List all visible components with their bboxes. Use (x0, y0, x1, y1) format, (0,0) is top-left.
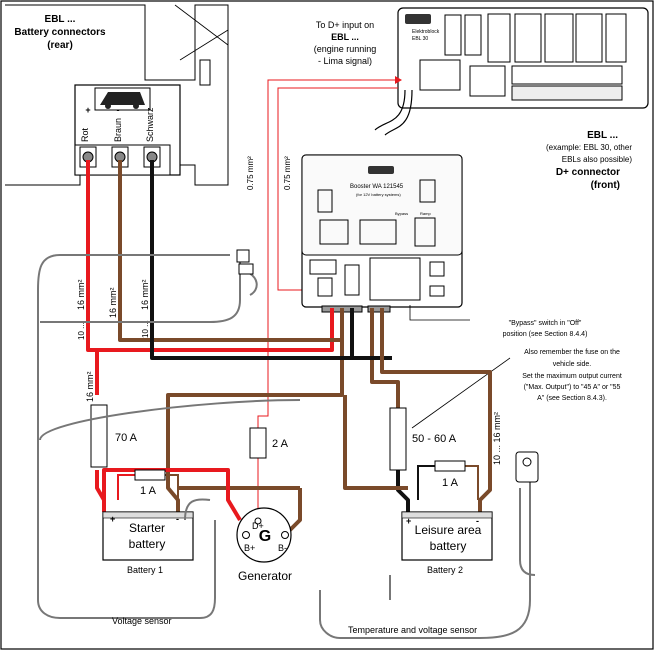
small-link-wires (117, 465, 479, 500)
wire-label-starter: 16 mm² (85, 371, 95, 402)
generator (236, 507, 292, 563)
fuse-note-line2: vehicle side. (553, 361, 592, 368)
fuse-1a-starter-label: 1 A (140, 485, 157, 497)
voltage-sensor-label: Voltage sensor (112, 616, 172, 626)
dplus-note-line3: (engine running (314, 44, 377, 54)
terminal-red (79, 146, 97, 168)
starter-battery (102, 511, 194, 561)
ebl-front-line3: D+ connector (556, 167, 620, 178)
dplus-wire-label-left: 0.75 mm² (246, 156, 255, 190)
starter-minus: - (176, 514, 179, 524)
fuse-note-line4: ("Max. Output") to "45 A" or "55 (524, 384, 621, 391)
booster-unit: Booster WA 121545 (for 12V battery syste… (301, 154, 463, 313)
generator-caption: Generator (238, 569, 292, 583)
fuse-note-line3: Set the maximum output current (522, 373, 622, 380)
generator-dplus: D+ (252, 521, 264, 531)
ebl-front-example1: (example: EBL 30, other (546, 143, 632, 152)
fuse-1a-leisure (434, 460, 466, 472)
fuse-1a-starter (134, 469, 166, 481)
bypass-note-line2: position (see Section 8.4.4) (503, 331, 588, 338)
starter-caption: Battery 1 (127, 565, 163, 575)
dplus-note-line2: EBL ... (331, 32, 359, 42)
terminal-black (143, 146, 161, 168)
sensor-cables (37, 254, 536, 639)
minus-marker: - (117, 105, 120, 115)
booster-ramp-label: Ramp (420, 211, 431, 216)
wire-label-ebl-black: 16 mm² (140, 279, 150, 310)
bypass-note-line1: "Bypass" switch in "Off" (509, 320, 582, 327)
generator-letter: G (259, 528, 271, 545)
generator-bplus: B+ (244, 543, 255, 553)
wire-label-leisure: 10 ... 16 mm² (492, 412, 502, 465)
ebl-rear-enclosure: Rot Braun Schwarz + - (5, 4, 229, 186)
leisure-battery (401, 511, 493, 561)
fuse-1a-leisure-label: 1 A (442, 477, 459, 489)
main-wires (86, 160, 492, 537)
ebl-front-title: EBL ... (587, 130, 618, 141)
fuse-50-60a (389, 407, 407, 471)
ebl-rear-line2: Battery connectors (14, 27, 106, 38)
fuse-70a-label: 70 A (115, 432, 138, 444)
fuse-note-line5: A" (see Section 8.4.3). (537, 395, 607, 402)
fuse-50-60a-label: 50 - 60 A (412, 433, 457, 445)
temp-voltage-sensor-label: Temperature and voltage sensor (348, 625, 477, 635)
ebl-front-panel: Elektroblock EBL 30 (374, 7, 649, 136)
starter-label2: battery (129, 537, 166, 551)
terminal-label-brown: Braun (113, 118, 123, 142)
leisure-minus: - (476, 516, 479, 526)
ebl-rear-title: EBL ... (45, 14, 76, 25)
dplus-note-line1: To D+ input on (316, 20, 374, 30)
starter-label1: Starter (129, 521, 165, 535)
booster-sub: (for 12V battery systems) (356, 192, 401, 197)
wire-label-10: 10 ... (77, 322, 86, 340)
leisure-label2: battery (430, 539, 467, 553)
fuse-2a-label: 2 A (272, 438, 289, 450)
plus-marker: + (85, 105, 90, 115)
booster-name: Booster WA 121545 (350, 184, 404, 190)
booster-bypass-label: Bypass (395, 211, 408, 216)
starter-plus: + (110, 514, 115, 524)
generator-bminus: B- (278, 543, 287, 553)
dplus-note-line4: - Lima signal) (318, 56, 372, 66)
sensor-connector (236, 249, 254, 275)
leisure-label1: Leisure area (415, 523, 482, 537)
ebl-front-example2: EBLs also possible) (562, 155, 633, 164)
dplus-wire-label-right: 0.75 mm² (283, 156, 292, 190)
bypass-callout-line (409, 305, 470, 321)
terminal-label-red: Rot (80, 127, 90, 142)
ebl-rear-line3: (rear) (47, 40, 73, 51)
ebl-brand: Elektroblock (412, 29, 440, 35)
fuse-2a (249, 427, 267, 459)
temp-sensor (515, 451, 539, 483)
fuse-70a (90, 404, 108, 468)
ebl-front-line4: (front) (591, 180, 620, 191)
fuse-note-line1: Also remember the fuse on the (524, 349, 620, 356)
terminal-label-black: Schwarz (145, 107, 155, 142)
leisure-plus: + (406, 516, 411, 526)
wire-label-ebl-black-prefix: 10 ... (141, 320, 150, 338)
ebl-model: EBL 30 (412, 36, 428, 42)
leisure-caption: Battery 2 (427, 565, 463, 575)
fuse-callout-line (411, 357, 511, 429)
wire-label-ebl-red: 16 mm² (76, 279, 86, 310)
dplus-arrow (395, 76, 402, 84)
wire-label-ebl-brown: 16 mm² (108, 287, 118, 318)
